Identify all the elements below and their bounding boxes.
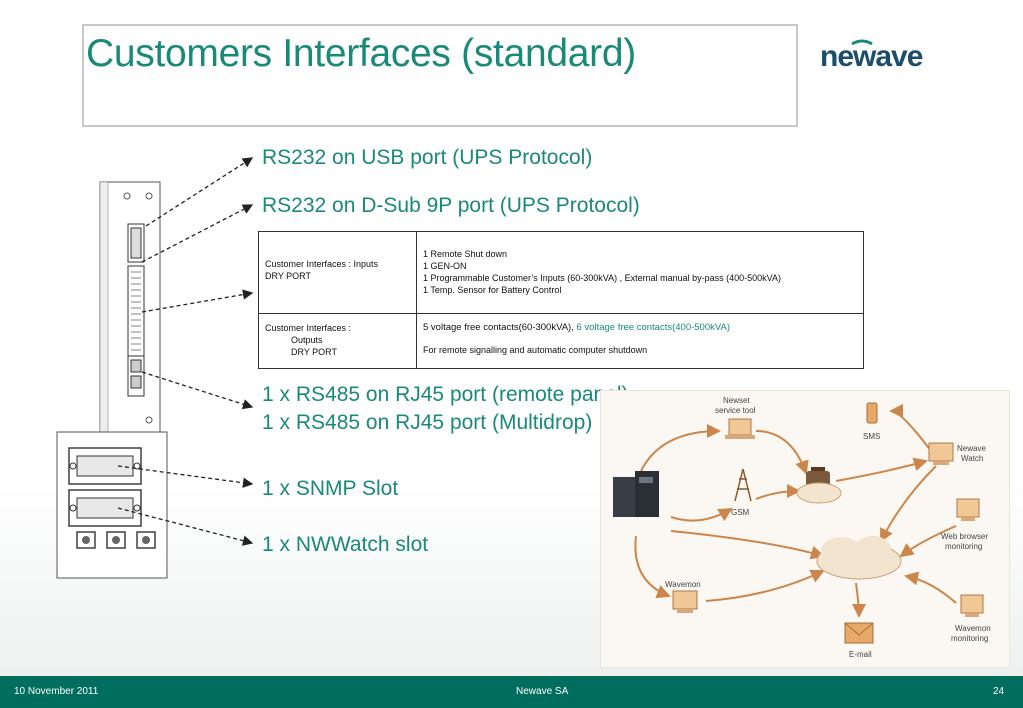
cell-text: For remote signalling and automatic comp… — [423, 345, 648, 355]
ups-cabinet-icon — [613, 471, 659, 517]
link-watch-cloud — [880, 465, 937, 543]
link-ups-wavemon — [634, 535, 671, 599]
label-gsm: GSM — [731, 508, 750, 517]
ups-device-panel — [56, 181, 168, 579]
slide-title: Customers Interfaces (standard) — [86, 32, 636, 75]
table-cell-outputs-detail: 5 voltage free contacts(60-300kVA), 6 vo… — [416, 313, 864, 369]
arrow-snmp — [117, 465, 254, 488]
cell-text: 1 Programmable Customer’s Inputs (60-300… — [423, 273, 781, 283]
link-web-cloud — [899, 525, 957, 558]
arrow-dsub — [141, 204, 254, 263]
label-snmp: 1 x SNMP Slot — [262, 477, 399, 500]
cell-text: Outputs — [291, 335, 323, 345]
cell-text: DRY PORT — [291, 347, 338, 357]
label-wavemon-monitoring-b: monitoring — [951, 634, 988, 643]
cell-text: 5 voltage free contacts(60-300kVA), 6 vo… — [423, 322, 857, 334]
arrow-nwwatch — [117, 507, 254, 546]
link-cloud-email — [851, 582, 866, 618]
label-wavemon-monitoring-a: Wavemon — [955, 624, 991, 633]
internet-cloud-icon — [816, 536, 902, 580]
logo-swoosh-icon: newave — [820, 39, 924, 73]
arrow-dry-port — [141, 289, 254, 313]
cell-text: 1 GEN-ON — [423, 261, 467, 271]
outputs-highlight: 6 voltage free contacts(400-500kVA) — [576, 322, 731, 333]
newave-watch-computer-icon — [928, 442, 954, 465]
table-cell-outputs: Customer Interfaces : Outputs DRY PORT — [258, 313, 417, 369]
table-row: Customer Interfaces : Outputs DRY PORT 5… — [258, 313, 864, 369]
label-email: E-mail — [849, 650, 872, 659]
label-usb: RS232 on USB port (UPS Protocol) — [262, 146, 593, 169]
arrow-usb — [145, 157, 254, 227]
wavemon-monitoring-computer-icon — [960, 594, 984, 617]
gsm-tower-icon — [734, 468, 752, 502]
link-ups-cloud — [670, 530, 825, 560]
link-gsm-phone — [755, 484, 801, 500]
table-cell-inputs: Customer Interfaces : Inputs DRY PORT — [258, 231, 417, 314]
web-browser-computer-icon — [956, 498, 980, 521]
label-sms: SMS — [863, 432, 880, 441]
cloud-small-icon — [796, 482, 842, 504]
cell-text: Customer Interfaces : Inputs — [265, 259, 379, 269]
table-row: Customer Interfaces : Inputs DRY PORT 1 … — [258, 231, 864, 314]
email-envelope-icon — [844, 622, 874, 644]
link-wavemon-cloud — [705, 569, 825, 602]
label-rs485-multidrop: 1 x RS485 on RJ45 port (Multidrop) — [262, 411, 593, 434]
arrow-rs485 — [141, 371, 254, 410]
label-wavemon: Wavemon — [665, 580, 701, 589]
sms-phone-icon — [866, 402, 878, 424]
link-watch-sms — [889, 404, 932, 452]
link-phone-watch — [835, 457, 928, 482]
label-watch: Watch — [961, 454, 983, 463]
footer-bar: 10 November 2011 Newave SA 24 — [0, 676, 1023, 708]
link-ups-newset — [640, 424, 721, 472]
interfaces-table: Customer Interfaces : Inputs DRY PORT 1 … — [258, 231, 864, 369]
label-nwwatch: 1 x NWWatch slot — [262, 533, 429, 556]
cell-text: 1 Remote Shut down — [423, 249, 508, 259]
wavemon-computer-icon — [672, 590, 698, 613]
title-box — [82, 24, 798, 127]
newset-computer-icon — [725, 418, 755, 439]
footer-company: Newave SA — [516, 686, 569, 697]
cell-text: Customer Interfaces : — [265, 323, 352, 333]
footer-page-number: 24 — [993, 686, 1005, 697]
callout-arrows — [117, 157, 254, 546]
network-diagram-svg: Newset service tool GSM SMS Newave Watch — [613, 396, 991, 659]
newave-logo: newave — [818, 36, 930, 76]
label-web-browser: Web browser — [941, 532, 988, 541]
footer-date: 10 November 2011 — [14, 686, 99, 697]
link-wavemonmon-cloud — [904, 571, 957, 604]
label-newset: Newset — [723, 396, 750, 405]
label-rs485-panel: 1 x RS485 on RJ45 port (remote panel) — [262, 383, 629, 406]
label-service-tool: service tool — [715, 406, 756, 415]
label-dsub: RS232 on D-Sub 9P port (UPS Protocol) — [262, 194, 640, 217]
network-diagram: Newset service tool GSM SMS Newave Watch — [600, 390, 1010, 668]
label-newave: Newave — [957, 444, 986, 453]
link-newset-phone — [755, 430, 809, 475]
cell-text: 1 Temp. Sensor for Battery Control — [423, 285, 562, 295]
cell-text: DRY PORT — [265, 271, 312, 281]
logo-text: newave — [820, 40, 923, 73]
outputs-standard: 5 voltage free contacts(60-300kVA), — [423, 322, 577, 333]
table-cell-inputs-detail: 1 Remote Shut down 1 GEN-ON 1 Programmab… — [416, 231, 864, 314]
label-web-monitoring: monitoring — [945, 542, 982, 551]
link-ups-gsm — [670, 507, 733, 522]
